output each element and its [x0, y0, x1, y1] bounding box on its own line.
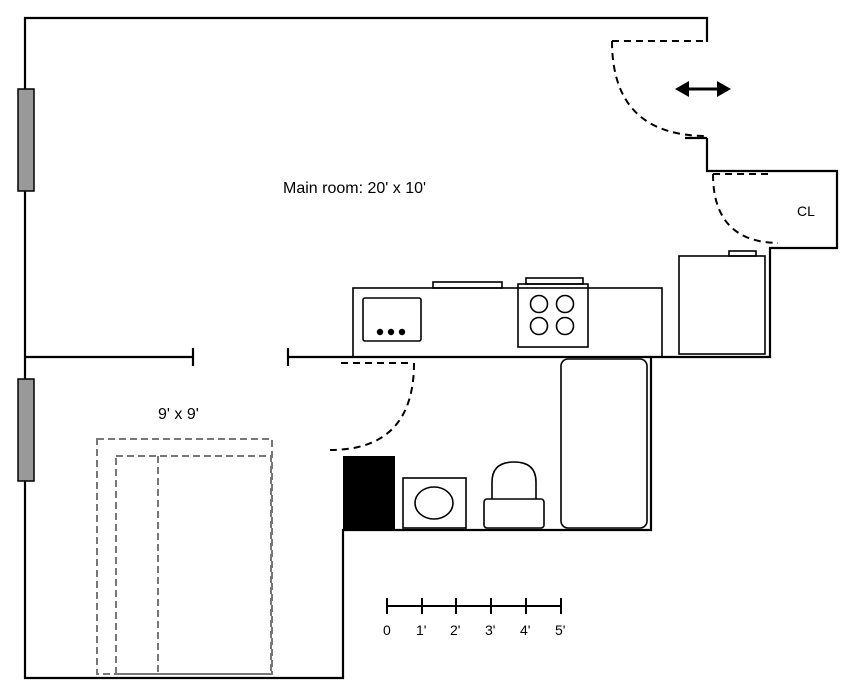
- bed: [96, 438, 273, 675]
- refrigerator: [678, 250, 766, 355]
- stove: [517, 283, 589, 348]
- toilet: [483, 461, 545, 529]
- kitchen-sink: [362, 297, 422, 342]
- scale-bar: 0 1' 2' 3' 4' 5': [383, 598, 565, 638]
- scale-tick-label: 3': [485, 622, 495, 638]
- window-main-room: [17, 88, 35, 192]
- counter-fixture-2: [525, 277, 584, 285]
- window-bedroom: [17, 378, 35, 482]
- outer-wall: [23, 16, 839, 680]
- scale-tick-label: 0: [383, 622, 391, 638]
- main-room-label: Main room: 20' x 10': [283, 180, 426, 197]
- scale-tick-label: 1': [416, 622, 426, 638]
- double-arrow-icon: [675, 81, 731, 97]
- bathroom-sink: [402, 477, 467, 529]
- closet-door-swing: [712, 173, 779, 244]
- entry-door-swing: [611, 40, 708, 137]
- kitchen-counter: [352, 287, 663, 358]
- scale-tick-label: 5': [555, 622, 565, 638]
- bathroom-cabinet: [343, 456, 395, 530]
- scale-tick-label: 2': [450, 622, 460, 638]
- bedroom-label: 9' x 9': [158, 406, 199, 423]
- closet-label: CL: [797, 203, 815, 219]
- bathtub: [560, 358, 648, 529]
- scale-tick-label: 4': [520, 622, 530, 638]
- bathroom-door-swing: [329, 362, 415, 451]
- counter-fixture-1: [432, 281, 503, 289]
